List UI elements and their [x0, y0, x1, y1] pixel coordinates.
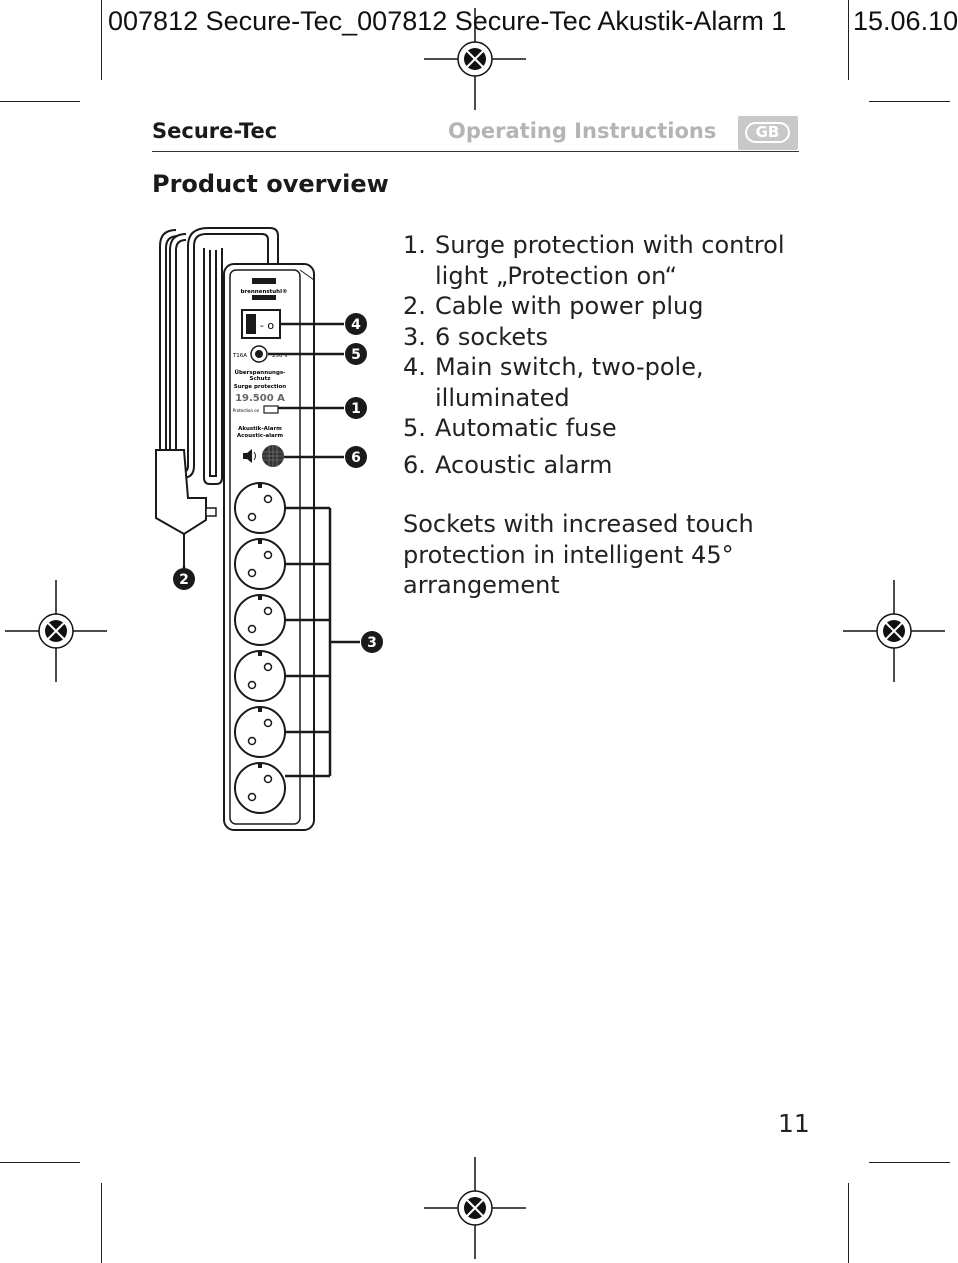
callout-badge: [345, 343, 367, 365]
brand-name: Secure-Tec: [152, 119, 278, 143]
callout-badge: [173, 568, 195, 590]
registration-mark-icon: [424, 1157, 526, 1259]
list-item: 5. Automatic fuse: [403, 413, 823, 444]
callout-number: 3: [367, 635, 377, 651]
speaker-icon: [243, 449, 256, 463]
alarm-label-de: Akustik-Alarm: [238, 426, 282, 432]
feature-list: 1. Surge protection with control light „P…: [403, 230, 823, 480]
crop-mark: [848, 1183, 849, 1263]
print-slug-date: 15.06.10: [853, 6, 958, 36]
list-item-text: 6 sockets: [435, 322, 549, 351]
list-item-text: Surge protection with control light „Pro…: [435, 231, 785, 290]
page-number: 11: [778, 1109, 810, 1138]
header-rule: [152, 151, 799, 152]
list-item-number: 5.: [403, 414, 426, 442]
callout-number: 4: [351, 317, 361, 333]
crop-mark: [848, 0, 849, 80]
callout-badge: [345, 313, 367, 335]
sockets-note: Sockets with increased touch protection …: [403, 510, 754, 599]
protection-on-label: Protection on: [233, 408, 260, 413]
list-item-number: 3.: [403, 322, 426, 351]
callout-number: 5: [351, 347, 361, 363]
voltage-rating: 250 V: [272, 353, 288, 359]
callout-badge: [345, 446, 367, 468]
registration-mark-icon: [843, 580, 945, 682]
list-item-number: 2.: [403, 292, 426, 320]
registration-mark-icon: [5, 580, 107, 682]
crop-mark: [0, 1162, 80, 1163]
crop-mark: [0, 101, 80, 102]
surge-value: 19.500 A: [235, 393, 285, 404]
crop-mark: [101, 0, 102, 80]
list-item: 2. Cable with power plug: [403, 291, 823, 322]
device-logo: brennenstuhl®: [241, 289, 288, 295]
list-item: 4. Main switch, two-pole, illuminated: [403, 352, 823, 413]
callout-number: 6: [351, 450, 361, 466]
registration-mark-icon: [424, 8, 526, 110]
callout-badge: [345, 397, 367, 419]
section-title: Product overview: [152, 170, 389, 198]
list-item-number: 1.: [403, 231, 426, 259]
callout-number: 1: [351, 401, 361, 417]
crop-mark: [869, 101, 950, 102]
switch-symbol: - o: [260, 319, 274, 332]
list-item-text: Automatic fuse: [435, 414, 617, 442]
callout-badge: [361, 631, 383, 653]
language-badge-label: GB: [745, 122, 790, 143]
document-type: Operating Instructions: [448, 119, 717, 143]
list-item: 3. 6 sockets: [403, 322, 823, 353]
alarm-label-en: Acoustic-alarm: [237, 433, 284, 439]
surge-label-de-1: Überspannungs-: [235, 369, 286, 376]
crop-mark: [101, 1183, 102, 1263]
list-item-number: 4.: [403, 353, 426, 381]
fuse-rating: T16A: [232, 353, 247, 359]
list-item-text: Main switch, two-pole, illuminated: [435, 353, 704, 412]
print-slug-job: 007812 Secure-Tec_007812 Secure-Tec Akus…: [108, 6, 787, 36]
list-item: 1. Surge protection with control light „P…: [403, 230, 823, 291]
surge-label-de-2: Schutz: [250, 376, 271, 382]
power-strip-illustration: brennenstuhl® - o T16A 250 V Überspannun…: [155, 227, 383, 831]
language-badge: GB: [738, 116, 798, 150]
crop-mark: [869, 1162, 950, 1163]
list-item-number: 6.: [403, 450, 426, 479]
callout-number: 2: [179, 572, 189, 588]
list-item-text: Acoustic alarm: [435, 450, 613, 479]
list-item: 6. Acoustic alarm: [403, 450, 823, 481]
surge-label-en: Surge protection: [234, 384, 287, 390]
list-item-text: Cable with power plug: [435, 292, 704, 320]
